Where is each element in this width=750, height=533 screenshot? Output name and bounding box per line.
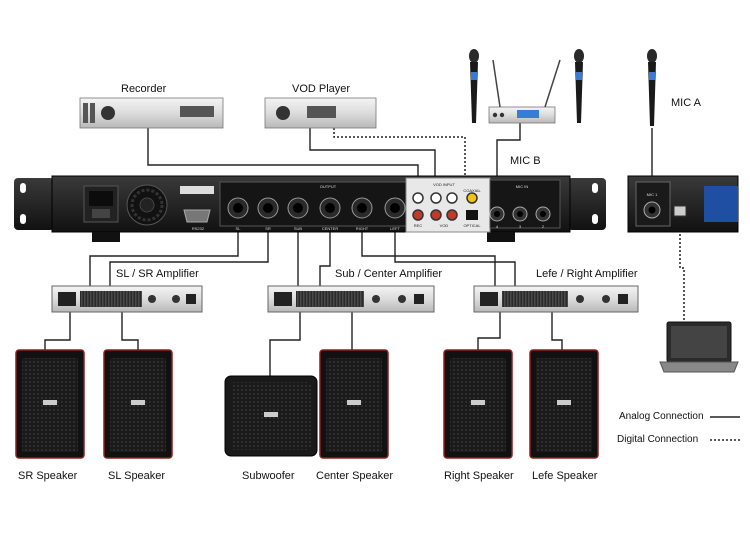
right-speaker-label: Right Speaker <box>444 470 514 482</box>
amplifier-left-right <box>473 285 639 313</box>
mic-port-3: 3 <box>519 224 522 229</box>
vod-input-label: VOD INPUT <box>433 182 455 187</box>
coaxial-label: COAXIAL <box>463 188 481 193</box>
rs232-label: RS232 <box>192 226 205 231</box>
output-port-sl: SL <box>236 226 242 231</box>
output-port-sr: SR <box>265 226 271 231</box>
output-xlr-connectors <box>227 197 406 219</box>
center-speaker-label: Center Speaker <box>316 470 394 482</box>
output-port-sub: SUB <box>294 226 303 231</box>
mic1-label: MIC 1 <box>647 192 658 197</box>
digital-panel-labels: VOD INPUT REC VOD OPTICAL COAXIAL <box>414 182 482 228</box>
amplifier-sub-center <box>267 285 435 313</box>
speaker-sl-label: SL Speaker <box>108 470 166 482</box>
mic-b-label: MIC B <box>510 155 541 167</box>
laptop-device <box>659 321 739 373</box>
mic-port-4: 4 <box>496 224 499 229</box>
speaker-left <box>529 349 599 459</box>
recorder-label: Recorder <box>121 83 167 95</box>
digital-cables <box>333 128 685 322</box>
rca-input-connectors <box>412 192 478 221</box>
mic-b-device <box>469 49 584 124</box>
amp-sl-sr-label: SL / SR Amplifier <box>116 268 199 280</box>
vod-player-device <box>264 97 377 129</box>
speaker-sr <box>15 349 85 459</box>
legend-digital-text: Digital Connection <box>617 434 699 445</box>
speaker-sl <box>103 349 173 459</box>
amp-left-right-label: Lefe / Right Amplifier <box>536 268 638 280</box>
vod-player-label: VOD Player <box>292 83 351 95</box>
output-port-left: LEFT <box>390 226 400 231</box>
output-port-center: CENTER <box>322 226 339 231</box>
secondary-panel: MIC 1 <box>627 175 739 233</box>
amplifier-sl-sr <box>51 285 203 313</box>
analog-cables <box>44 122 653 378</box>
legend-analog-text: Analog Connection <box>619 411 704 422</box>
output-port-right: RIGHT <box>356 226 369 231</box>
amp-sub-center-label: Sub / Center Amplifier <box>335 268 442 280</box>
recorder-device <box>79 97 224 129</box>
processor-rack-unit <box>14 175 606 242</box>
optical-label: OPTICAL <box>463 223 481 228</box>
left-speaker-label: Lefe Speaker <box>532 470 598 482</box>
speaker-sr-label: SR Speaker <box>18 470 78 482</box>
mic-in-label: MIC IN <box>516 184 529 189</box>
mic-a-device <box>647 49 657 126</box>
subwoofer <box>224 375 318 457</box>
subwoofer-label: Subwoofer <box>242 470 295 482</box>
mic-port-2: 2 <box>542 224 545 229</box>
panel-labels: OUTPUT SL SR SUB CENTER RIGHT LEFT RS232… <box>192 184 545 231</box>
vod-label: VOD <box>440 223 449 228</box>
rec-label: REC <box>414 223 423 228</box>
mic-in-jacks <box>489 206 551 222</box>
output-label: OUTPUT <box>320 184 337 189</box>
speaker-right <box>443 349 513 459</box>
speaker-center <box>319 349 389 459</box>
mic-a-label: MIC A <box>671 97 701 109</box>
